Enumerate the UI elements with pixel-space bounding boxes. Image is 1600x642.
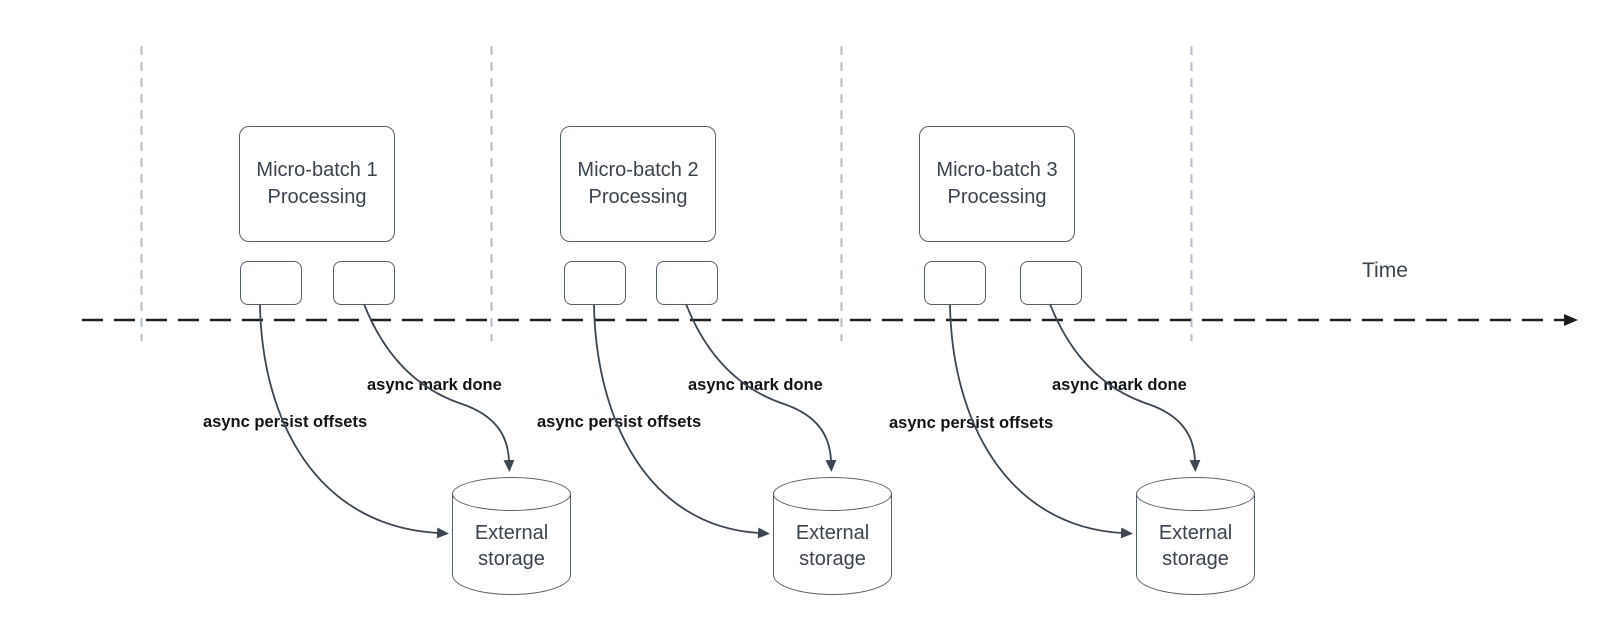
mark-done-task-box-1: [333, 261, 395, 305]
storage-line2: storage: [478, 548, 545, 570]
external-storage-cylinder-1: External storage: [452, 477, 571, 595]
micro-batch-title: Micro-batch 3: [936, 159, 1058, 181]
storage-line1: External: [474, 522, 549, 544]
cylinder-top-ellipse: [1136, 477, 1255, 511]
storage-line1: External: [1158, 522, 1233, 544]
cylinder-top-ellipse: [452, 477, 571, 511]
micro-batch-title: Micro-batch 2: [577, 159, 699, 181]
persist-offsets-label-2: async persist offsets: [537, 413, 702, 431]
external-storage-label-3: External storage: [1136, 507, 1255, 595]
mark-done-label-2: async mark done: [688, 376, 823, 394]
external-storage-label-2: External storage: [773, 507, 892, 595]
micro-batch-box-1: Micro-batch 1 Processing: [239, 126, 395, 242]
mark-done-label-1: async mark done: [367, 376, 502, 394]
persist-offsets-task-box-1: [240, 261, 302, 305]
mark-done-label-3: async mark done: [1052, 376, 1187, 394]
persist-offsets-task-box-2: [564, 261, 626, 305]
cylinder-top-ellipse: [773, 477, 892, 511]
micro-batch-subtitle: Processing: [588, 186, 688, 208]
time-axis-label: Time: [1362, 259, 1408, 282]
micro-batch-box-2: Micro-batch 2 Processing: [560, 126, 716, 242]
storage-line1: External: [795, 522, 870, 544]
external-storage-cylinder-2: External storage: [773, 477, 892, 595]
micro-batch-subtitle: Processing: [267, 186, 367, 208]
external-storage-cylinder-3: External storage: [1136, 477, 1255, 595]
external-storage-label-1: External storage: [452, 507, 571, 595]
storage-line2: storage: [1162, 548, 1229, 570]
storage-line2: storage: [799, 548, 866, 570]
persist-offsets-label-1: async persist offsets: [203, 413, 368, 431]
micro-batch-subtitle: Processing: [947, 186, 1047, 208]
micro-batch-title: Micro-batch 1: [256, 159, 378, 181]
micro-batch-box-3: Micro-batch 3 Processing: [919, 126, 1075, 242]
mark-done-task-box-3: [1020, 261, 1082, 305]
persist-offsets-label-3: async persist offsets: [889, 414, 1054, 432]
persist-offsets-task-box-3: [924, 261, 986, 305]
mark-done-task-box-2: [656, 261, 718, 305]
